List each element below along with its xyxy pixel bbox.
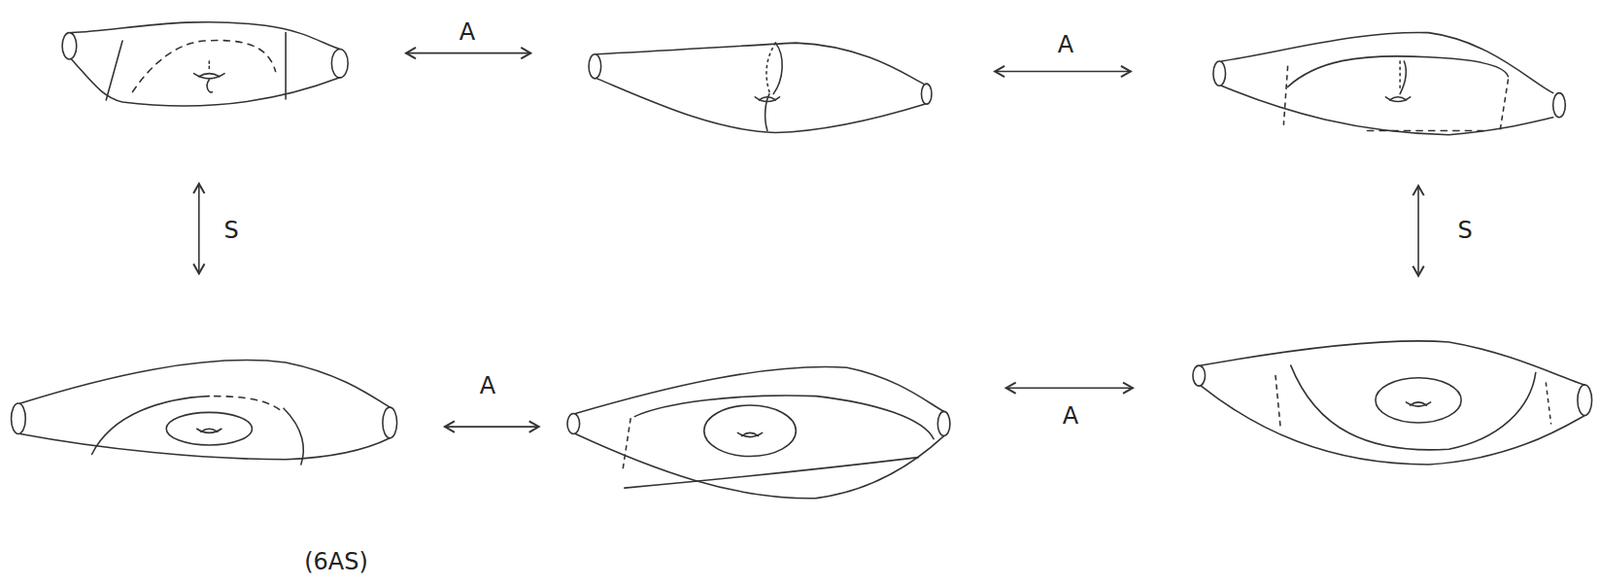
operation-label: S [1457, 218, 1472, 242]
operation-label: A [1057, 33, 1074, 57]
operation-label: S [223, 218, 239, 242]
operation-label: A [1062, 404, 1079, 428]
operation-label: (6AS) [304, 549, 369, 574]
operation-label: A [479, 374, 496, 398]
operation-label: A [459, 20, 476, 44]
